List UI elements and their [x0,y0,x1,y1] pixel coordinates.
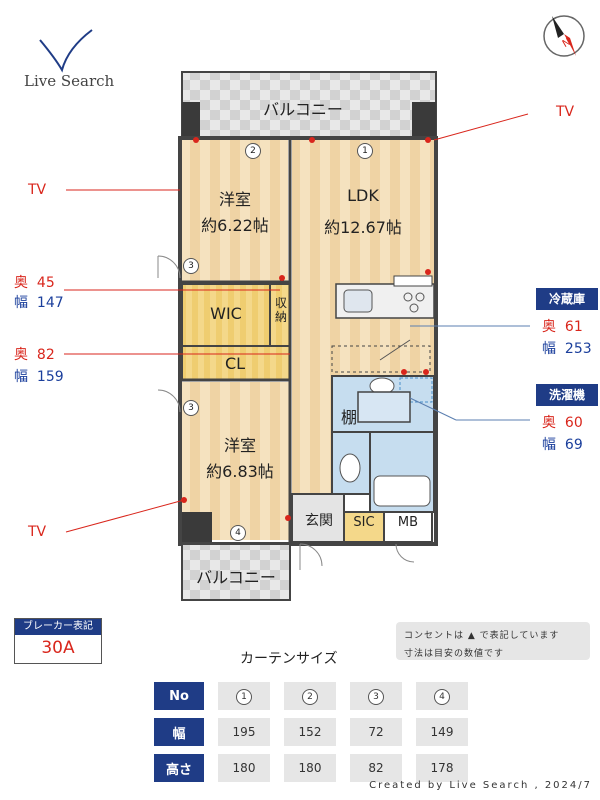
cl-depth: 奥 82 [14,347,55,363]
western-room-1-floor [182,140,288,282]
window-number-3a: 3 [183,258,199,274]
window-number-1: 1 [357,143,373,159]
curtain-no-3: 3 [368,688,384,705]
balcony-top-area [181,71,437,139]
curtain-row-height: 高さ 180 180 82 178 [154,754,468,782]
sic-floor [343,511,385,543]
tv-callout-top-right: TV [556,104,575,120]
shelf-box [357,391,411,423]
window-number-2: 2 [245,143,261,159]
washer-title: 洗濯機 [536,384,598,406]
western-room-1-name: 洋室 [218,190,251,209]
curtain-no-4: 4 [434,688,450,705]
logo-mark [39,29,93,73]
breaker-value: 30A [41,638,75,658]
outlet-markers [181,137,431,521]
balcony-bottom-label: バルコニー [196,568,276,587]
mb-floor [383,511,433,543]
curtain-head-width: 幅 [154,718,204,746]
curtain-table: No 1 2 3 4 幅 195 152 72 149 高さ 180 180 8… [140,674,482,790]
toilet [339,453,361,483]
curtain-height-1: 180 [218,754,270,782]
curtain-row-width: 幅 195 152 72 149 [154,718,468,746]
range-hood [393,275,433,287]
curtain-height-3: 82 [350,754,402,782]
shelf-label: 棚 [340,408,357,427]
curtain-height-2: 180 [284,754,336,782]
curtain-width-2: 152 [284,718,336,746]
window-number-3b: 3 [183,400,199,416]
curtain-row-number: No 1 2 3 4 [154,682,468,710]
ldk-name: LDK [347,186,379,205]
compass-graphic [543,15,585,57]
bathtub [373,475,431,507]
column-left-top [182,102,200,138]
tv-callout-left-bottom: TV [28,524,47,540]
western-room-2-name: 洋室 [223,436,256,455]
breaker-box: ブレーカー表記 30A [14,618,102,664]
ldk-floor [292,140,434,376]
wic-depth: 奥 45 [14,275,55,291]
sink [343,289,373,313]
breaker-label: ブレーカー表記 [15,619,101,635]
curtain-width-4: 149 [416,718,468,746]
wic-width: 幅 147 [14,295,64,311]
cl-width: 幅 159 [14,369,64,385]
sic-label: SIC [353,515,375,530]
curtain-width-1: 195 [218,718,270,746]
western-room-1-size: 約6.22帖 [201,216,269,235]
outer-wall [178,136,438,546]
callout-leaders [64,113,529,533]
curtain-head-height: 高さ [154,754,204,782]
fridge-title: 冷蔵庫 [536,288,598,310]
mb-label: MB [397,515,419,530]
appliance-leaders [409,325,530,421]
fridge-width: 幅 253 [542,341,592,357]
column-left-bottom [182,512,212,542]
column-right-top [412,102,436,138]
cl-label: CL [224,354,246,373]
ldk-size: 約12.67帖 [324,218,402,237]
curtain-height-4: 178 [416,754,468,782]
cl-floor [181,345,291,381]
balcony-bottom-area [181,543,291,601]
wic-floor [181,283,271,347]
curtain-width-3: 72 [350,718,402,746]
entrance-label: 玄関 [305,513,333,529]
fridge-depth: 奥 61 [542,319,583,335]
storage-label: 収納 [274,296,287,324]
curtain-no-1: 1 [236,688,252,705]
notes-box: コンセントは ▲ で表記しています 寸法は目安の数値です [396,622,590,660]
washer-width: 幅 69 [542,437,583,453]
wic-label: WIC [210,304,242,323]
notes-line-2: 寸法は目安の数値です [404,649,505,659]
notes-line-1: コンセントは ▲ で表記しています [404,631,560,641]
curtain-head-no: No [154,682,204,710]
balcony-top-label: バルコニー [263,100,343,119]
curtain-no-2: 2 [302,688,318,705]
window-number-4: 4 [230,525,246,541]
logo-text: Live Search [24,72,115,90]
curtain-title: カーテンサイズ [240,651,338,667]
washer-space [399,377,433,403]
western-room-2-size: 約6.83帖 [206,462,274,481]
tv-callout-left-top: TV [28,182,47,198]
footer-credit: Created by Live Search , 2024/7 [369,780,592,791]
fridge-space [331,345,431,373]
washer-depth: 奥 60 [542,415,583,431]
hallway-floor [292,376,332,494]
